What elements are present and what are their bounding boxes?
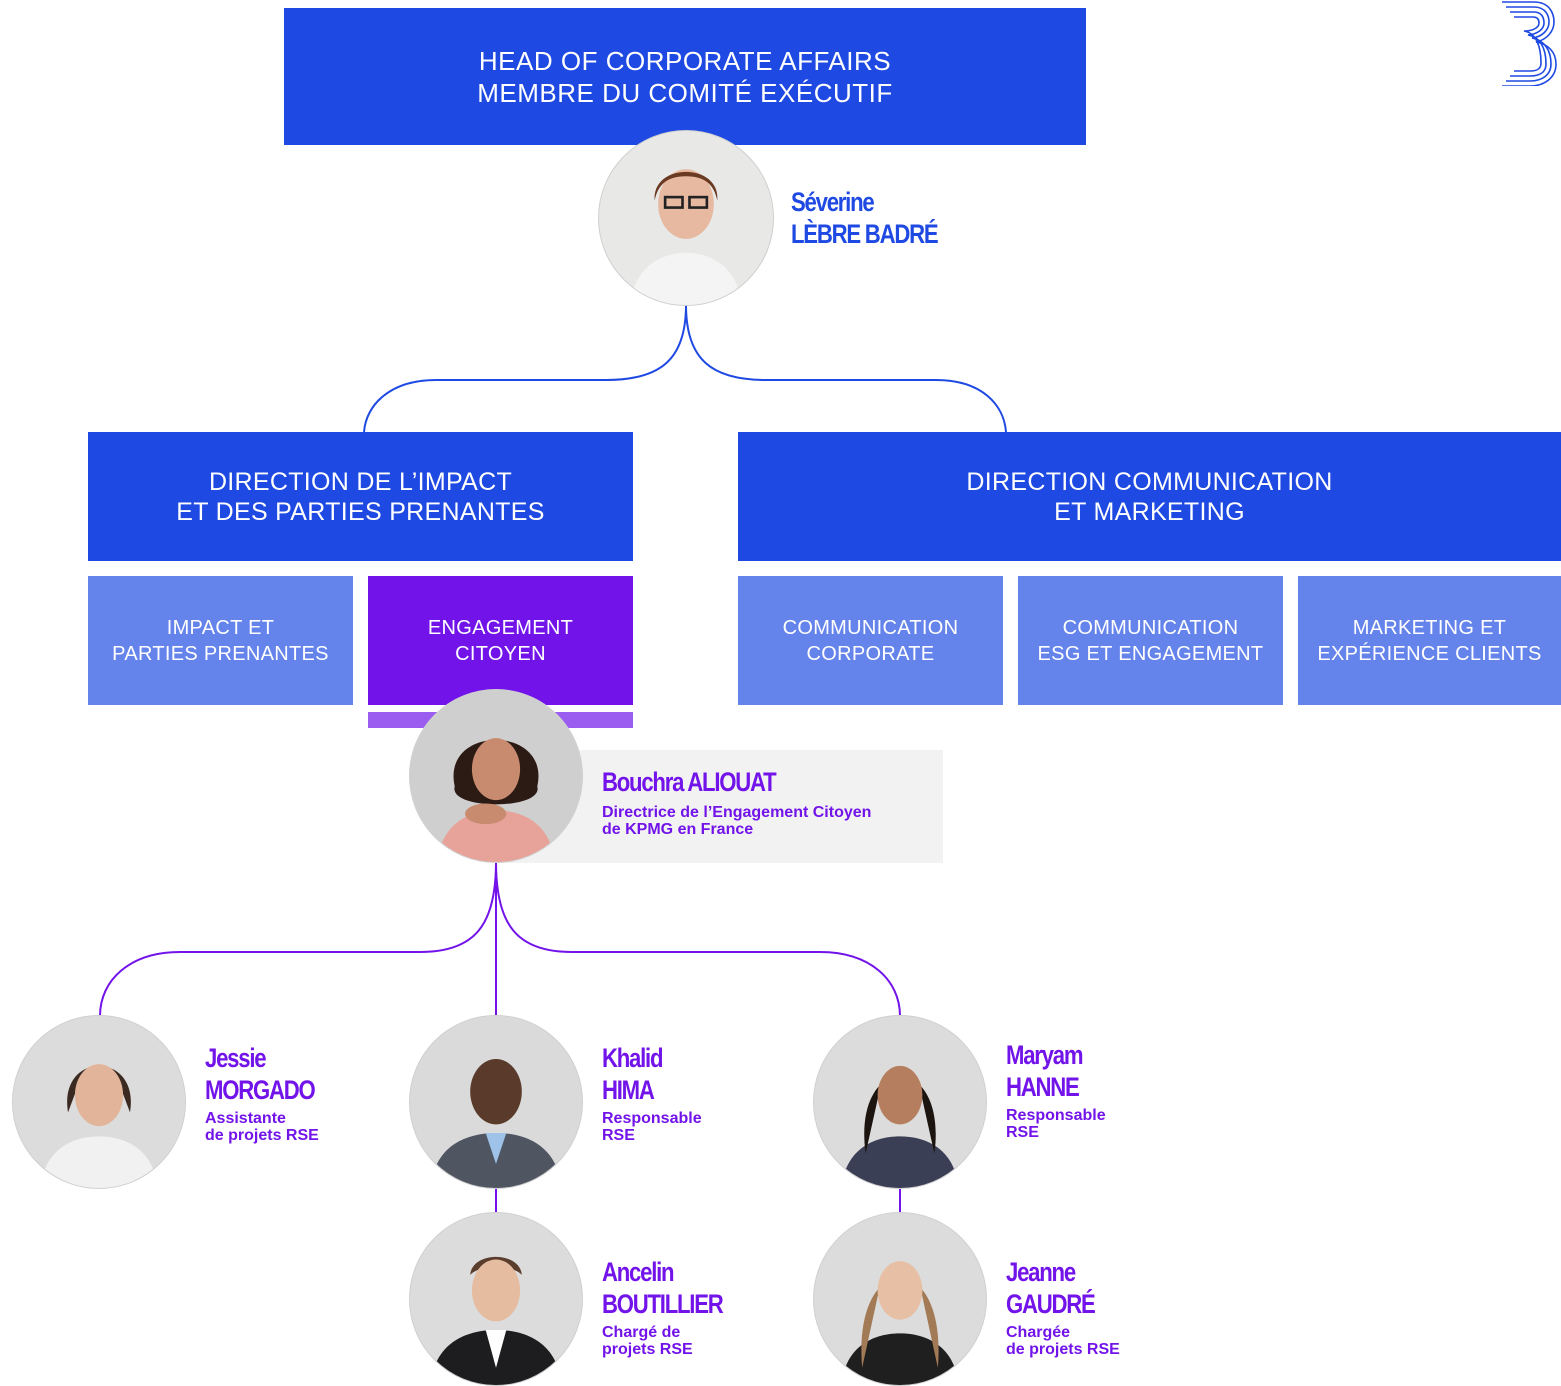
kpmg-3-icon: [1498, 0, 1558, 87]
ancelin-role-line2: projets RSE: [602, 1341, 693, 1358]
direction-communication-box: DIRECTION COMMUNICATION ET MARKETING: [738, 432, 1561, 561]
team-label-line2: CITOYEN: [455, 642, 546, 665]
khalid-photo: [409, 1015, 583, 1189]
connector-head-to-communication: [685, 304, 1007, 433]
jeanne-last-name: GAUDRÉ: [1006, 1289, 1096, 1319]
jessie-photo: [12, 1015, 186, 1189]
head-title-line2: MEMBRE DU COMITÉ EXÉCUTIF: [477, 77, 893, 108]
maryam-role-line1: Responsable: [1006, 1107, 1106, 1124]
ancelin-photo: [409, 1212, 583, 1386]
severine-last-name: LÈBRE BADRÉ: [791, 219, 939, 249]
team-label-line1: IMPACT ET: [166, 616, 275, 639]
jessie-last-name: MORGADO: [205, 1075, 316, 1105]
head-title-line1: HEAD OF CORPORATE AFFAIRS: [478, 45, 892, 76]
severine-first-name: Séverine: [791, 187, 875, 217]
jessie-first-name: Jessie: [205, 1043, 267, 1073]
team-engagement-citoyen: ENGAGEMENT CITOYEN: [368, 576, 633, 705]
connector-director-to-jessie: [99, 861, 497, 1017]
team-label-line1: ENGAGEMENT: [427, 616, 574, 639]
team-marketing-experience-clients: MARKETING ET EXPÉRIENCE CLIENTS: [1298, 576, 1561, 705]
severine-name: Séverine LÈBRE BADRÉ: [791, 186, 970, 250]
connector-head-to-impact: [363, 304, 687, 433]
team-label-line1: MARKETING ET: [1352, 616, 1507, 639]
khalid-first-name: Khalid: [602, 1043, 664, 1073]
maryam-photo: [813, 1015, 987, 1189]
jeanne-role-line2: de projets RSE: [1006, 1341, 1120, 1358]
team-label-line2: CORPORATE: [806, 642, 935, 665]
jeanne-photo: [813, 1212, 987, 1386]
team-label-line1: COMMUNICATION: [1062, 616, 1239, 639]
bouchra-photo: [409, 689, 583, 863]
team-label-line2: PARTIES PRENANTES: [112, 642, 329, 665]
ancelin-role-line1: Chargé de: [602, 1324, 681, 1341]
team-communication-corporate: COMMUNICATION CORPORATE: [738, 576, 1003, 705]
severine-photo: [598, 130, 774, 306]
jessie-role-line2: de projets RSE: [205, 1127, 319, 1144]
head-of-corporate-affairs-box: HEAD OF CORPORATE AFFAIRS MEMBRE DU COMI…: [284, 8, 1086, 145]
ancelin-last-name: BOUTILLIER: [602, 1289, 724, 1319]
ancelin-first-name: Ancelin: [602, 1257, 675, 1287]
direction-impact-box: DIRECTION DE L’IMPACT ET DES PARTIES PRE…: [88, 432, 633, 561]
khalid-role-line2: RSE: [602, 1127, 635, 1144]
khalid-text: Khalid HIMA Responsable RSE: [602, 1042, 702, 1144]
director-role-line2: de KPMG en France: [602, 821, 754, 838]
connector-director-to-maryam: [495, 861, 901, 1017]
jeanne-role-line1: Chargée: [1006, 1324, 1071, 1341]
jeanne-first-name: Jeanne: [1006, 1257, 1076, 1287]
khalid-role-line1: Responsable: [602, 1110, 702, 1127]
team-label-line2: EXPÉRIENCE CLIENTS: [1317, 642, 1542, 665]
direction-impact-line2: ET DES PARTIES PRENANTES: [176, 497, 545, 526]
director-role-line1: Directrice de l’Engagement Citoyen: [602, 804, 872, 821]
jessie-text: Jessie MORGADO Assistante de projets RSE: [205, 1042, 339, 1144]
ancelin-text: Ancelin BOUTILLIER Chargé de projets RSE: [602, 1256, 749, 1358]
team-communication-esg: COMMUNICATION ESG ET ENGAGEMENT: [1018, 576, 1283, 705]
direction-impact-line1: DIRECTION DE L’IMPACT: [208, 467, 513, 496]
team-label-line1: COMMUNICATION: [782, 616, 959, 639]
jeanne-text: Jeanne GAUDRÉ Chargée de projets RSE: [1006, 1256, 1120, 1358]
team-impact-parties-prenantes: IMPACT ET PARTIES PRENANTES: [88, 576, 353, 705]
director-text: Bouchra ALIOUAT Directrice de l’Engageme…: [602, 766, 871, 838]
maryam-last-name: HANNE: [1006, 1072, 1080, 1102]
maryam-text: Maryam HANNE Responsable RSE: [1006, 1039, 1106, 1141]
direction-communication-line2: ET MARKETING: [1054, 497, 1245, 526]
director-name: Bouchra ALIOUAT: [602, 767, 777, 797]
direction-communication-line1: DIRECTION COMMUNICATION: [966, 467, 1333, 496]
jessie-role-line1: Assistante: [205, 1110, 286, 1127]
khalid-last-name: HIMA: [602, 1075, 655, 1105]
team-label-line2: ESG ET ENGAGEMENT: [1037, 642, 1264, 665]
maryam-first-name: Maryam: [1006, 1040, 1084, 1070]
maryam-role-line2: RSE: [1006, 1124, 1039, 1141]
